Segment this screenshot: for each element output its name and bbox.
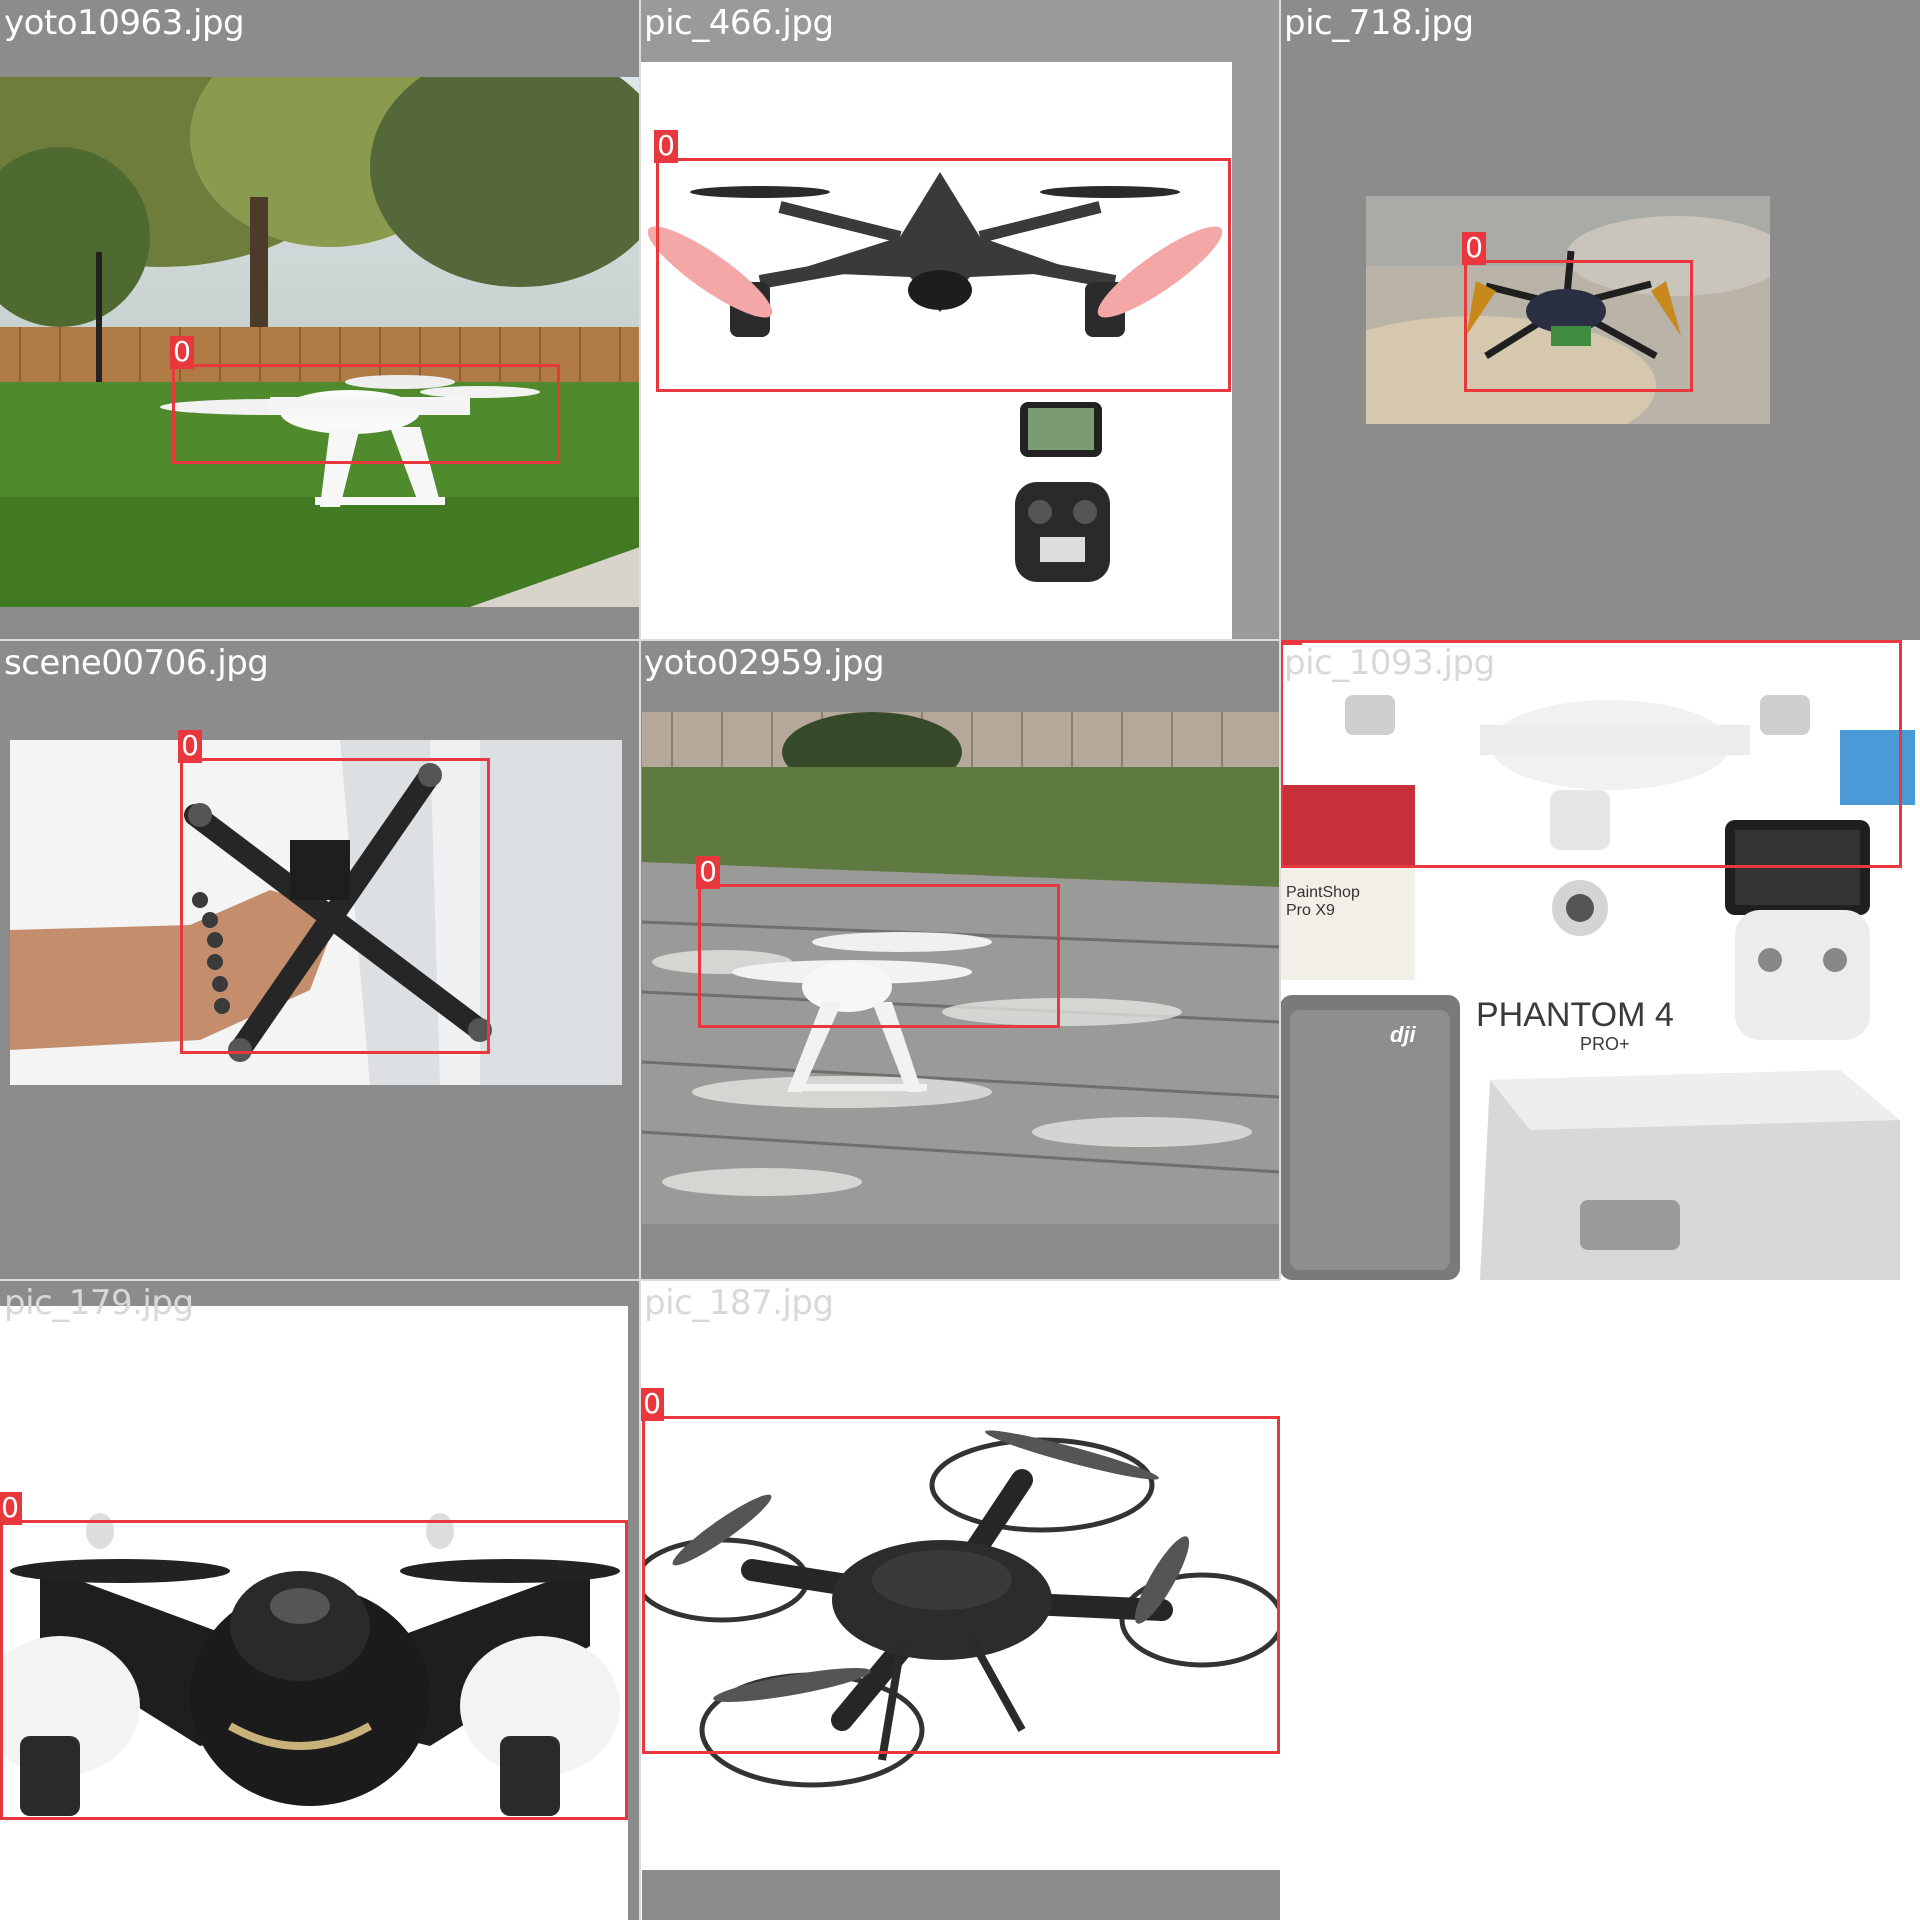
photo-foldable-drone (642, 1280, 1280, 1870)
phantom-sub: PRO+ (1580, 1034, 1630, 1054)
tile-pic-187: pic_187.jpg 0 (640, 1280, 1280, 1920)
photo-backyard-drone (0, 77, 640, 607)
dji-logo: dji (1390, 1022, 1416, 1047)
filename-label: pic_718.jpg (1284, 3, 1474, 43)
tile-yoto02959: yoto02959.jpg 0 (640, 640, 1280, 1280)
filename-label: yoto02959.jpg (644, 643, 885, 683)
filename-label: pic_466.jpg (644, 3, 834, 43)
class-tag: 0 (640, 1388, 664, 1421)
bounding-box (642, 1416, 1280, 1754)
bounding-box (656, 158, 1231, 392)
grid-line-h2 (0, 1279, 1280, 1281)
bounding-box (698, 884, 1060, 1028)
class-tag: 0 (696, 856, 720, 889)
filename-label: pic_1093.jpg (1284, 643, 1495, 683)
tile-pic-179: pic_179.jpg 0 (0, 1280, 640, 1920)
tile-scene00706: scene00706.jpg 0 (0, 640, 640, 1280)
grid-line-v2 (1279, 0, 1281, 1280)
photo-hand-drone (10, 740, 622, 1085)
tile-bottom-band (642, 1870, 1280, 1920)
filename-label: pic_179.jpg (4, 1283, 194, 1323)
tile-pic-466: pic_466.jpg 0 (640, 0, 1280, 640)
tile-pic-718: pic_718.jpg 0 (1280, 0, 1920, 640)
photo-phantom-kit (1280, 640, 1920, 1280)
filename-label: scene00706.jpg (4, 643, 269, 683)
bounding-box (172, 364, 560, 464)
phantom-title: PHANTOM 4 (1476, 996, 1674, 1034)
filename-label: yoto10963.jpg (4, 3, 245, 43)
grid-line-v1 (639, 0, 641, 1920)
class-tag: 0 (1280, 640, 1302, 645)
tile-edge (628, 1280, 640, 1920)
tile-yoto10963: yoto10963.jpg 0 (0, 0, 640, 640)
grid-line-h1 (0, 639, 1280, 641)
photo-gravel-hexacopter (1366, 196, 1770, 424)
empty-cell (1280, 1280, 1920, 1920)
class-tag: 0 (0, 1492, 22, 1525)
bounding-box (0, 1520, 628, 1820)
bounding-box (1464, 260, 1693, 392)
paintshop-label: PaintShop Pro X9 (1286, 884, 1360, 919)
bounding-box (180, 758, 490, 1054)
class-tag: 0 (170, 336, 194, 369)
class-tag: 0 (654, 130, 678, 163)
class-tag: 0 (178, 730, 202, 763)
tile-pic-1093: pic_1093.jpg PHANTOM 4 PRO+ PaintShop Pr… (1280, 640, 1920, 1280)
class-tag: 0 (1462, 232, 1486, 265)
bounding-box (1280, 640, 1902, 868)
filename-label: pic_187.jpg (644, 1283, 834, 1323)
photo-deck-drone (642, 712, 1280, 1224)
